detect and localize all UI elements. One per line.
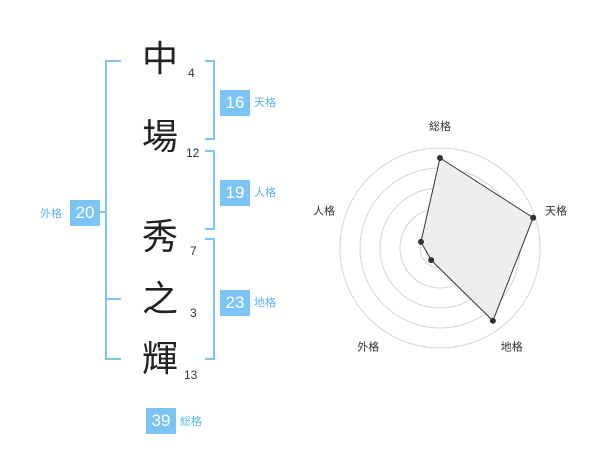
chikaku-label: 地格 xyxy=(254,296,276,309)
tenkaku-bracket-v xyxy=(213,60,215,140)
gaikaku-bracket-vertical xyxy=(105,60,107,360)
radar-series-polygon xyxy=(420,157,534,322)
radar-point-0 xyxy=(437,155,443,161)
radar-axis-label-1: 天格 xyxy=(545,203,567,217)
radar-point-4 xyxy=(417,238,424,245)
name-char-1: 中 xyxy=(141,39,178,80)
gaikaku-label: 外格 xyxy=(40,207,62,220)
tenkaku-bracket-b xyxy=(205,138,215,140)
chikaku-bracket xyxy=(205,238,215,240)
name-char-2: 場 xyxy=(141,117,178,158)
name-char-3: 秀 xyxy=(141,217,178,258)
gaikaku-bracket-mid xyxy=(105,298,121,300)
stroke-count-2: 12 xyxy=(186,146,200,160)
radar-point-3 xyxy=(428,257,435,264)
stroke-count-4: 3 xyxy=(190,306,197,320)
gaikaku-connector xyxy=(100,211,106,213)
soukaku-value: 39 xyxy=(146,408,176,434)
chikaku-value: 23 xyxy=(220,290,250,316)
jinkaku-bracket-v xyxy=(213,150,215,230)
name-char-5: 輝 xyxy=(141,339,178,380)
stroke-count-3: 7 xyxy=(190,244,197,258)
radar-axis-label-0: 総格 xyxy=(429,119,451,133)
jinkaku-bracket xyxy=(205,150,215,152)
radar-axis-label-4: 人格 xyxy=(313,203,335,217)
jinkaku-value: 19 xyxy=(220,180,250,206)
gaikaku-bracket-bottom xyxy=(105,358,121,360)
radar-ring xyxy=(339,147,541,349)
jinkaku-bracket-b xyxy=(205,228,215,230)
gaikaku-bracket-top xyxy=(105,60,121,62)
tenkaku-bracket xyxy=(205,60,215,62)
chikaku-bracket-v xyxy=(213,238,215,360)
stroke-count-1: 4 xyxy=(188,66,195,80)
stroke-count-5: 13 xyxy=(184,368,198,382)
name-char-4: 之 xyxy=(141,279,178,320)
radar-point-2 xyxy=(489,317,496,324)
radar-axis-label-2: 地格 xyxy=(501,340,523,354)
chikaku-bracket-b xyxy=(205,358,215,360)
tenkaku-label: 天格 xyxy=(254,96,276,109)
radar-axis-label-3: 外格 xyxy=(357,340,379,354)
tenkaku-value: 16 xyxy=(220,90,250,116)
gaikaku-value: 20 xyxy=(70,200,100,226)
radar-points xyxy=(417,155,537,324)
jinkaku-label: 人格 xyxy=(254,186,276,199)
radar-point-1 xyxy=(530,214,537,221)
soukaku-label: 総格 xyxy=(180,415,202,428)
